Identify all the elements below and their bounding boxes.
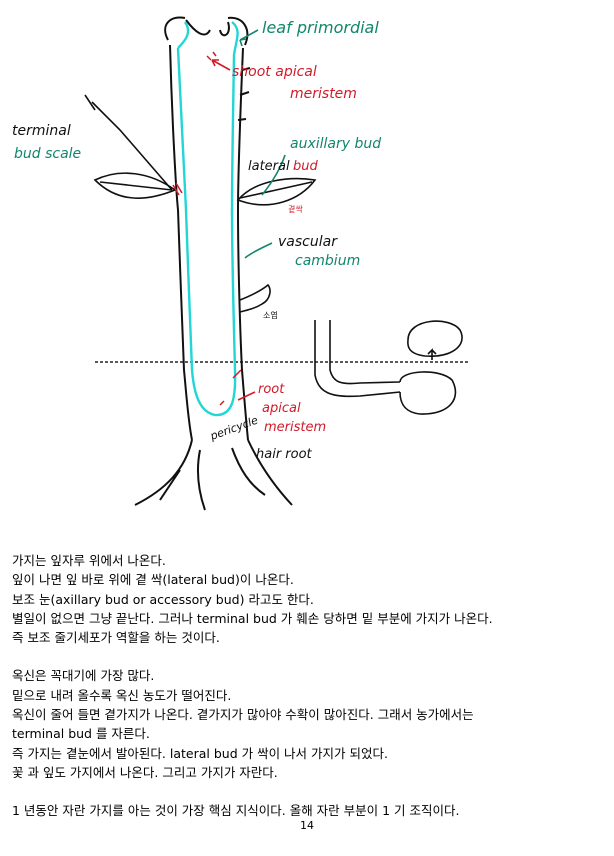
text-line: 별일이 없으면 그냥 끝난다. 그러나 terminal bud 가 훼손 당하… bbox=[12, 610, 493, 626]
label-vascular: vascular bbox=[278, 234, 338, 250]
label-root: root bbox=[258, 382, 285, 397]
label-cambium: cambium bbox=[295, 253, 360, 269]
tuber-diagram bbox=[314, 320, 463, 415]
text-line: terminal bud 를 자른다. bbox=[12, 726, 150, 742]
label-lateral: lateral bbox=[248, 159, 290, 174]
label-lateral-bud: bud bbox=[293, 159, 318, 174]
label-bud-scale: bud scale bbox=[14, 146, 81, 162]
page-number: 14 bbox=[300, 819, 314, 832]
label-leaf-primordial: leaf primordial bbox=[262, 18, 379, 37]
label-branch-ko: 소엽 bbox=[263, 310, 278, 320]
label-pericycle: pericycle bbox=[208, 414, 260, 444]
text-line: 옥신이 줄어 들면 곁가지가 나온다. 곁가지가 많아야 수확이 많아진다. 그… bbox=[12, 707, 474, 723]
body-text: 가지는 잎자루 위에서 나온다. 잎이 나면 잎 바로 위에 곁 싹(later… bbox=[12, 551, 604, 821]
text-line: 가지는 잎자루 위에서 나온다. bbox=[12, 553, 166, 568]
text-line: 즉 가지는 곁눈에서 발아된다. lateral bud 가 싹이 나서 가지가… bbox=[12, 745, 388, 761]
text-line: 옥신은 꼭대기에 가장 많다. bbox=[12, 668, 155, 684]
paragraph-1: 가지는 잎자루 위에서 나온다. 잎이 나면 잎 바로 위에 곁 싹(later… bbox=[12, 551, 604, 647]
text-line: 꽃 과 잎도 가지에서 나온다. 그리고 가지가 자란다. bbox=[12, 764, 278, 780]
label-hair-root: hair root bbox=[256, 447, 313, 462]
red-arrows bbox=[211, 59, 256, 401]
text-line: 잎이 나면 잎 바로 위에 곁 싹(lateral bud)이 나온다. bbox=[12, 572, 294, 588]
paragraph-2: 옥신은 꼭대기에 가장 많다. 밑으로 내려 올수록 옥신 농도가 떨어진다. … bbox=[12, 666, 604, 782]
right-leaf bbox=[236, 177, 317, 206]
label-apical: apical bbox=[262, 401, 301, 416]
label-root-meristem: meristem bbox=[264, 420, 326, 435]
vascular-cambium-line bbox=[176, 21, 239, 417]
label-shoot-meristem: meristem bbox=[290, 86, 357, 102]
label-lateral-ko: 곁싹 bbox=[288, 204, 303, 214]
text-line: 밑으로 내려 올수록 옥신 농도가 떨어진다. bbox=[12, 687, 232, 703]
text-line: 즉 보조 줄기세포가 역할을 하는 것이다. bbox=[12, 630, 220, 646]
red-marks bbox=[172, 51, 242, 406]
text-line: 보조 눈(axillary bud or accessory bud) 라고도 … bbox=[12, 591, 314, 607]
plant-diagram: leaf primordial shoot apical meristem te… bbox=[12, 16, 470, 511]
green-arrows bbox=[239, 29, 286, 259]
main-stem bbox=[134, 16, 293, 511]
text-line: 1 년동안 자란 가지를 아는 것이 가장 핵심 지식이다. 올해 자란 부분이… bbox=[12, 803, 460, 819]
paragraph-3: 1 년동안 자란 가지를 아는 것이 가장 핵심 지식이다. 올해 자란 부분이… bbox=[12, 801, 604, 820]
left-leaf bbox=[84, 94, 177, 199]
side-branch bbox=[239, 283, 271, 313]
label-shoot-apical: shoot apical bbox=[232, 64, 317, 80]
label-terminal: terminal bbox=[12, 123, 71, 139]
label-axillary-bud: auxillary bud bbox=[290, 136, 381, 152]
